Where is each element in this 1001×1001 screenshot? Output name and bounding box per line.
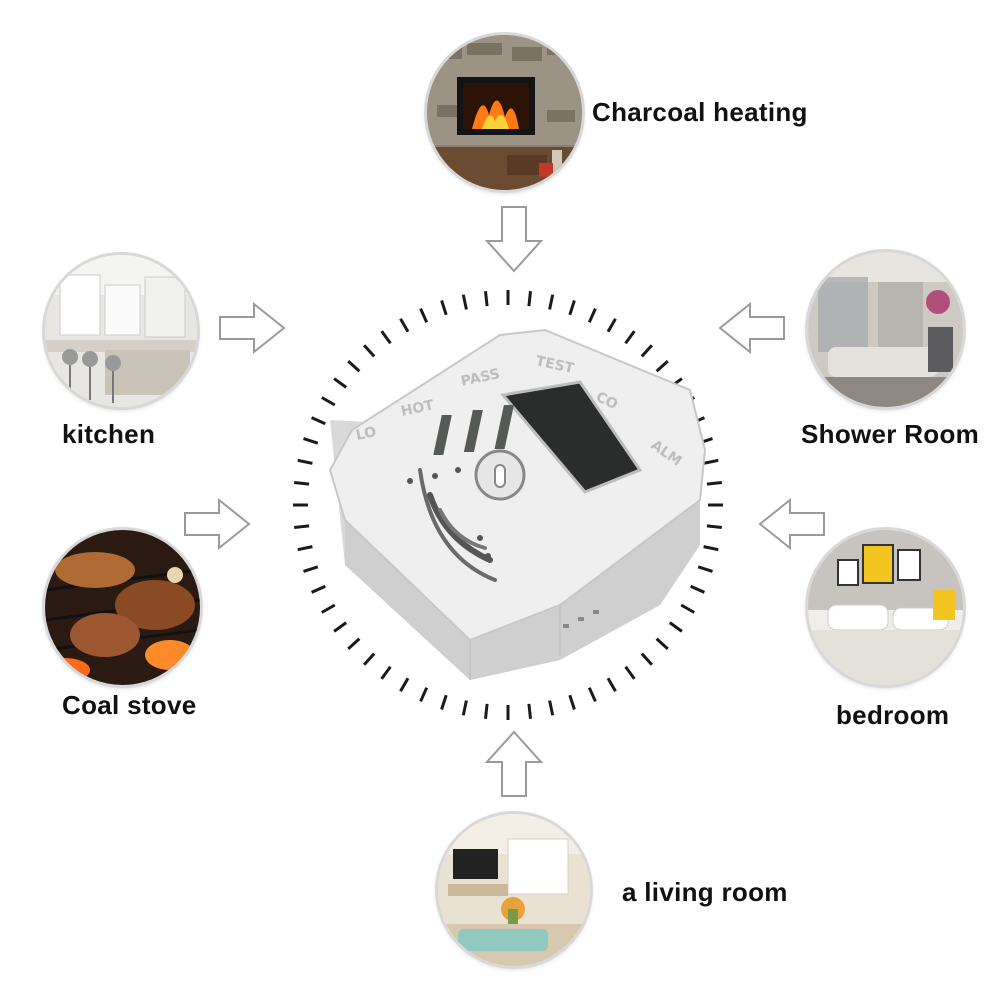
ring-tick	[333, 377, 348, 389]
panel-label: LO	[355, 424, 378, 444]
ring-tick	[440, 694, 448, 710]
bedroom-photo	[808, 530, 963, 685]
panel-label: TEST	[534, 353, 576, 377]
arrow-right-icon	[184, 498, 251, 550]
ring-tick	[321, 396, 336, 407]
ring-tick	[548, 700, 555, 716]
ring-tick	[380, 330, 392, 345]
label-charcoal-heating: Charcoal heating	[592, 97, 808, 127]
ring-tick	[568, 300, 576, 316]
living-room-photo	[438, 814, 590, 966]
ring-tick	[527, 291, 532, 307]
ring-tick	[640, 652, 654, 666]
label-coal-stove: Coal stove	[62, 690, 197, 720]
ring-tick	[680, 603, 695, 614]
ring-tick	[461, 700, 468, 716]
arrow-left-icon	[758, 498, 825, 550]
power-icon	[474, 449, 526, 501]
charcoal-heating-photo	[427, 35, 582, 190]
arrow-left-icon	[718, 302, 785, 354]
ring-tick	[668, 621, 683, 633]
ring-tick	[548, 294, 555, 310]
ring-tick	[703, 545, 719, 552]
ring-tick	[303, 437, 319, 445]
ring-tick	[624, 665, 636, 680]
ring-tick	[697, 565, 713, 573]
ring-tick	[640, 344, 654, 358]
lcd-digits	[433, 405, 514, 455]
label-living-room: a living room	[622, 877, 788, 907]
ring-tick	[587, 687, 597, 703]
kitchen-photo	[45, 255, 197, 407]
ring-tick	[484, 703, 489, 719]
ring-tick	[310, 416, 326, 426]
ring-tick	[362, 344, 376, 358]
ring-tick	[294, 524, 310, 529]
coal-stove-photo	[45, 530, 200, 685]
ring-tick	[706, 481, 722, 486]
ring-tick	[380, 665, 392, 680]
ring-tick	[655, 637, 669, 651]
ring-tick	[321, 603, 336, 614]
ring-tick	[310, 584, 326, 594]
ring-tick	[399, 677, 410, 692]
ring-tick	[624, 330, 636, 345]
ring-tick	[297, 458, 313, 465]
tick-ring	[293, 290, 723, 720]
ring-tick	[527, 703, 532, 719]
ring-tick	[347, 359, 361, 373]
ring-tick	[303, 565, 319, 573]
ring-tick	[690, 584, 706, 594]
ring-tick	[606, 318, 617, 333]
ring-tick	[655, 359, 669, 373]
ring-tick	[419, 687, 429, 703]
ring-tick	[333, 621, 348, 633]
ring-tick	[461, 294, 468, 310]
panel-label: HOT	[400, 397, 436, 420]
ring-tick	[484, 291, 489, 307]
ring-tick	[568, 694, 576, 710]
arrow-up-icon	[484, 730, 544, 797]
ring-tick	[297, 545, 313, 552]
ring-tick	[399, 318, 410, 333]
ring-tick	[347, 637, 361, 651]
label-shower-room: Shower Room	[801, 419, 980, 449]
detector-body: LO HOT PASS TEST CO ALM	[328, 328, 707, 680]
ring-tick	[362, 652, 376, 666]
arrow-down-icon	[484, 206, 544, 273]
ring-tick	[606, 677, 617, 692]
label-kitchen: kitchen	[62, 419, 156, 449]
label-bedroom: bedroom	[836, 700, 950, 730]
ring-tick	[703, 458, 719, 465]
shower-room-photo	[808, 252, 963, 407]
ring-tick	[706, 524, 722, 529]
ring-tick	[440, 300, 448, 316]
ring-tick	[587, 307, 597, 323]
arrow-right-icon	[219, 302, 286, 354]
ring-tick	[294, 481, 310, 486]
lcd-display	[500, 380, 643, 494]
ring-tick	[419, 307, 429, 323]
